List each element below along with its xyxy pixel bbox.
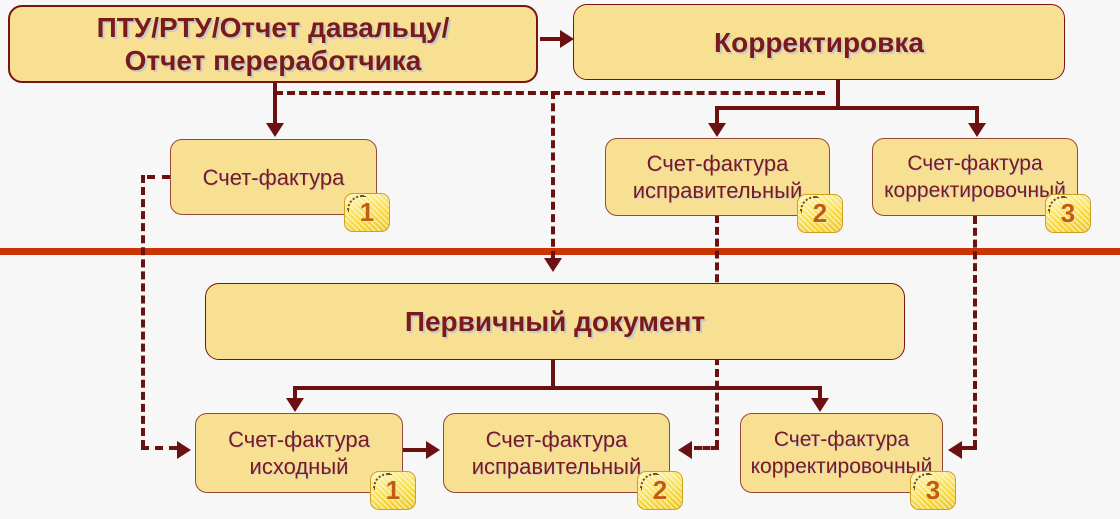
node-label: ПТУ/РТУ/Отчет давальцу/ Отчет переработч…	[96, 12, 450, 76]
dashed-to-korrektirovochnyj-line	[962, 446, 977, 450]
connector-korrektirovka-stem	[836, 80, 840, 108]
arrow-ptu-to-korrektirovka-line	[540, 37, 564, 41]
dashed-line-top-horizontal	[275, 91, 825, 95]
connector-pervichnyj-branch	[293, 386, 822, 390]
arrow-branch-to-korrektirovochnyj-head	[968, 123, 986, 137]
badge-number: 3	[1060, 198, 1076, 228]
node-label: Счет-фактура исходный	[228, 427, 370, 479]
node-label: Счет-фактура корректировочный	[884, 152, 1066, 202]
badge-number: 2	[812, 198, 828, 228]
arrow-ptu-to-korrektirovka-head	[560, 30, 574, 48]
badge-2: 2	[637, 471, 683, 510]
node-label: Первичный документ	[404, 305, 706, 337]
connector-pervichnyj-stem	[551, 360, 555, 388]
badge-3: 3	[1045, 194, 1091, 233]
badge-3: 3	[910, 471, 956, 510]
arrow-ptu-to-schet-faktura-head	[266, 123, 284, 137]
badge-2: 2	[797, 194, 843, 233]
node-schet-faktura-iskhodnyj: Счет-фактура исходный 1	[195, 413, 416, 510]
dashed-to-iskhodnyj-line	[141, 446, 177, 450]
node-ptu-rtu-otchet: ПТУ/РТУ/Отчет давальцу/ Отчет переработч…	[8, 5, 538, 83]
badge-number: 3	[925, 475, 941, 505]
arrow-branch-to-iskhodnyj-head	[286, 398, 304, 412]
dashed-schet-faktura-left-stub	[147, 175, 170, 179]
arrow-branch-to-ispravitelnyj-head	[708, 123, 726, 137]
dashed-to-ispravitelnyj-head	[678, 441, 692, 459]
arrow-branch-to-ispravitelnyj-line	[715, 106, 719, 124]
node-schet-faktura-korrektirovochnyj-bottom: Счет-фактура корректировочный 3	[740, 413, 956, 510]
dashed-schet-faktura-vertical	[141, 175, 145, 448]
node-schet-faktura-korrektirovochnyj-top: Счет-фактура корректировочный 3	[872, 138, 1091, 233]
arrow-branch-to-iskhodnyj-line	[293, 386, 297, 399]
badge-1: 1	[344, 193, 390, 232]
node-label: Счет-фактура исправительный	[471, 427, 642, 479]
arrow-iskhodnyj-to-ispravitelnyj-head	[426, 441, 440, 459]
node-label: Счет-фактура исправительный	[632, 151, 803, 203]
badge-1: 1	[370, 471, 416, 510]
badge-number: 1	[385, 475, 401, 505]
node-schet-faktura: Счет-фактура 1	[170, 139, 390, 232]
node-label: Счет-фактура корректировочный	[750, 428, 933, 478]
dashed-to-ispravitelnyj-line	[694, 446, 719, 450]
connector-korrektirovka-branch	[715, 106, 979, 110]
arrow-ptu-to-schet-faktura-line	[273, 83, 277, 123]
badge-number: 1	[359, 197, 375, 227]
node-label: Счет-фактура	[202, 164, 345, 190]
node-schet-faktura-ispravitelnyj-top: Счет-фактура исправительный 2	[605, 138, 843, 233]
arrow-branch-to-korrektirovochnyj-line	[975, 106, 979, 124]
node-label: Корректировка	[714, 26, 924, 58]
dashed-to-korrektirovochnyj-head	[948, 441, 962, 459]
dashed-korrektirovochnyj-vertical	[973, 216, 977, 448]
dashed-arrow-to-pervichnyj-head	[544, 258, 562, 272]
arrow-branch-to-korrektirovochnyj-bottom-line	[818, 386, 822, 399]
node-pervichnyj-dokument: Первичный документ	[205, 283, 905, 360]
dashed-arrow-to-pervichnyj-line	[551, 91, 555, 259]
node-schet-faktura-ispravitelnyj-bottom: Счет-фактура исправительный 2	[443, 413, 683, 510]
dashed-to-iskhodnyj-head	[177, 441, 191, 459]
section-divider-line	[0, 248, 1120, 255]
badge-number: 2	[652, 475, 668, 505]
node-korrektirovka: Корректировка	[573, 4, 1065, 80]
arrow-iskhodnyj-to-ispravitelnyj-line	[403, 448, 427, 452]
arrow-branch-to-korrektirovochnyj-bottom-head	[811, 398, 829, 412]
